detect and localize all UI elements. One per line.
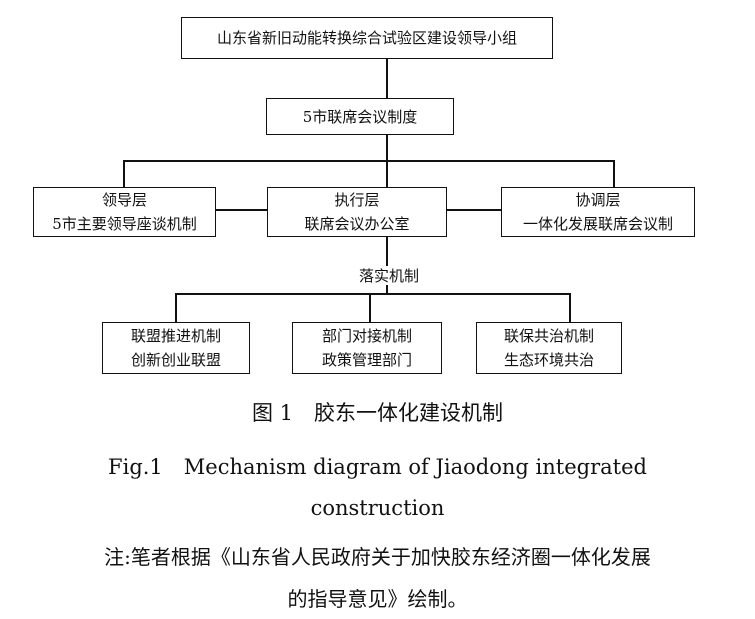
connector-left-to-center — [216, 209, 268, 211]
leadership-group-box: 山东省新旧动能转换综合试验区建设领导小组 — [181, 17, 553, 59]
connector-bottom-center-drop — [369, 293, 371, 323]
figure-caption-cn: 图 1 胶东一体化建设机制 — [251, 401, 504, 425]
implementation-mechanism-label: 落实机制 — [358, 267, 419, 285]
department-mechanism-box: 部门对接机制 政策管理部门 — [292, 322, 442, 374]
joint-meeting-system-box: 5市联席会议制度 — [266, 98, 454, 135]
connector-council-down — [386, 134, 388, 161]
connector-center-to-right — [446, 209, 501, 211]
coordination-layer-box: 协调层 一体化发展联席会议制 — [501, 187, 695, 237]
execution-layer-desc: 联席会议办公室 — [304, 215, 410, 233]
connector-bottom-right-drop — [569, 293, 571, 323]
governance-mechanism-desc: 生态环境共治 — [503, 351, 594, 369]
connector-left-drop — [123, 160, 125, 187]
connector-center-drop — [386, 160, 388, 187]
leadership-layer-title: 领导层 — [101, 191, 147, 209]
governance-mechanism-box: 联保共治机制 生态环境共治 — [476, 322, 622, 374]
figure-caption-en-line2: construction — [310, 496, 445, 520]
figure-caption-en-line1: Fig.1 Mechanism diagram of Jiaodong inte… — [108, 455, 647, 479]
execution-layer-title: 执行层 — [334, 191, 380, 209]
coordination-layer-title: 协调层 — [575, 191, 621, 209]
leadership-group-label: 山东省新旧动能转换综合试验区建设领导小组 — [216, 29, 517, 47]
leadership-layer-box: 领导层 5市主要领导座谈机制 — [33, 187, 216, 237]
governance-mechanism-title: 联保共治机制 — [503, 327, 594, 345]
connector-center-to-implementation — [386, 236, 388, 266]
department-mechanism-title: 部门对接机制 — [321, 327, 412, 345]
joint-meeting-system-label: 5市联席会议制度 — [302, 107, 418, 126]
connector-top-to-council — [386, 59, 388, 98]
alliance-mechanism-desc: 创新创业联盟 — [130, 351, 221, 369]
note-line1: 注:笔者根据《山东省人民政府关于加快胶东经济圈一体化发展 — [104, 545, 651, 569]
execution-layer-box: 执行层 联席会议办公室 — [267, 187, 447, 237]
alliance-mechanism-box: 联盟推进机制 创新创业联盟 — [102, 322, 250, 374]
connector-bottom-left-drop — [175, 293, 177, 323]
coordination-layer-desc: 一体化发展联席会议制 — [522, 215, 673, 233]
connector-horizontal-upper — [123, 160, 615, 162]
note-line2: 的指导意见》绘制。 — [287, 587, 468, 611]
connector-horizontal-lower — [175, 293, 571, 295]
alliance-mechanism-title: 联盟推进机制 — [130, 327, 221, 345]
connector-right-drop — [613, 160, 615, 187]
connector-implementation-down — [386, 285, 388, 295]
department-mechanism-desc: 政策管理部门 — [321, 351, 412, 369]
leadership-layer-desc: 5市主要领导座谈机制 — [52, 215, 197, 233]
